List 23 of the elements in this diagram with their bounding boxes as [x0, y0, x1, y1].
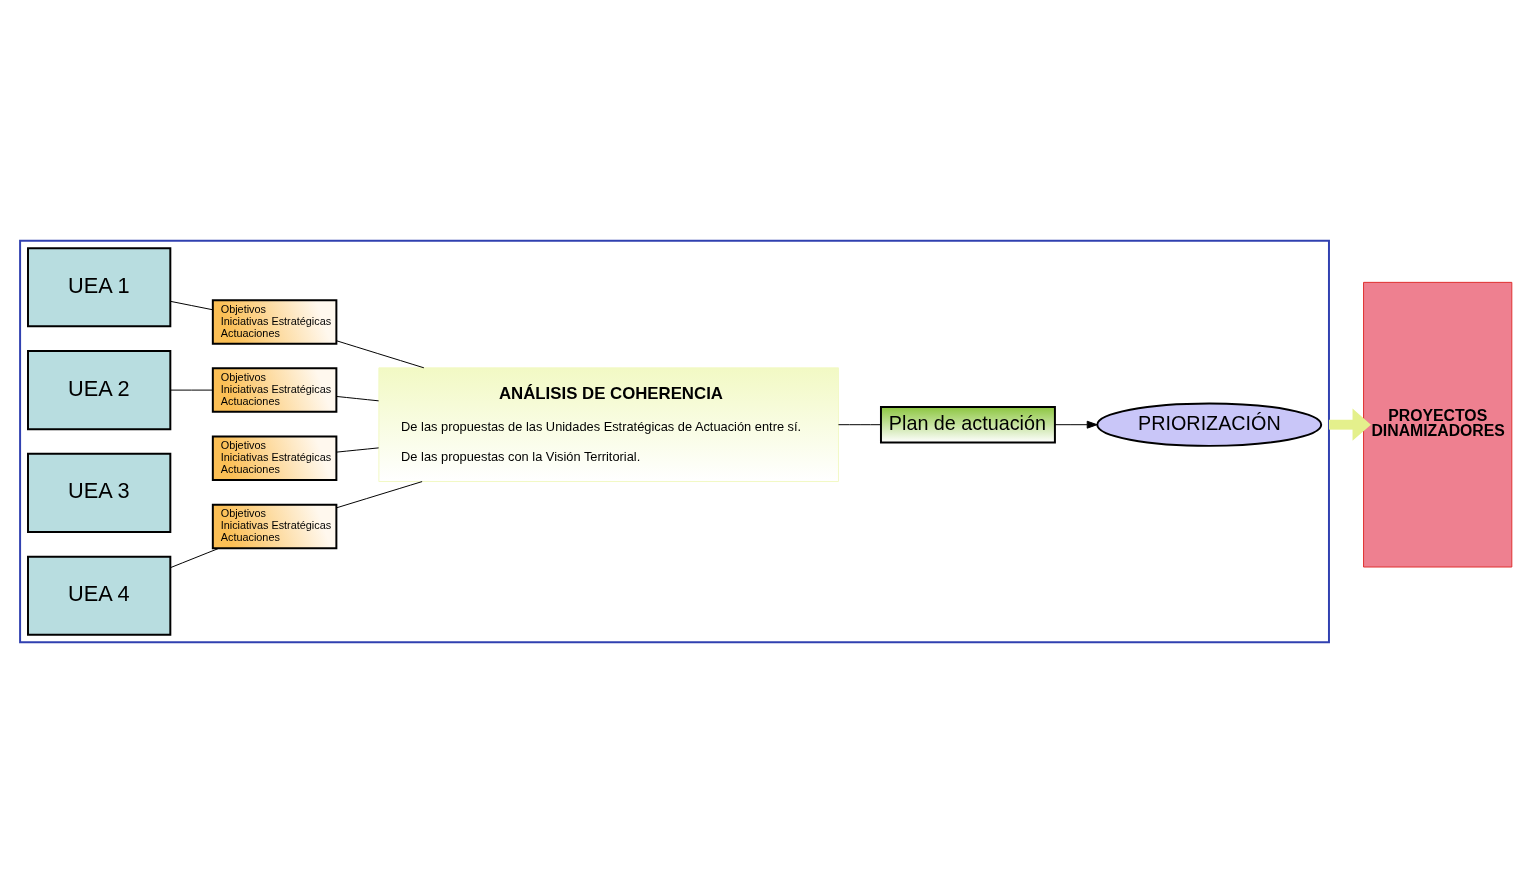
node-box: PROYECTOS DINAMIZADORES — [1363, 281, 1513, 568]
arrow — [1054, 420, 1098, 429]
node-box: UEA 1 — [27, 247, 172, 328]
connector — [336, 447, 380, 453]
node-box: Plan de actuación — [880, 405, 1056, 444]
node-ellipse: PRIORIZACIÓN — [1096, 402, 1323, 447]
connector — [169, 300, 214, 311]
node-box: Objetivos Iniciativas Estratégicas Actuaciones — [211, 367, 338, 413]
node-box: ANÁLISIS DE COHERENCIA De las propuestas de las Unidades Estratégicas de Actuación entre sí. De las propuestas con la Visión Territorial. — [378, 367, 839, 483]
node-box: Objetivos Iniciativas Estratégicas Actuaciones — [211, 503, 338, 550]
node-box: UEA 2 — [27, 350, 172, 431]
node-box: UEA 3 — [27, 452, 172, 533]
connector — [837, 424, 882, 426]
connector — [336, 481, 423, 509]
connector — [336, 395, 380, 402]
connector — [169, 547, 220, 569]
cluster — [19, 239, 1330, 644]
node-box: UEA 4 — [27, 555, 172, 636]
node-box: Objetivos Iniciativas Estratégicas Actuaciones — [211, 435, 338, 482]
connector — [336, 340, 425, 369]
arrow — [1328, 408, 1371, 441]
node-box: Objetivos Iniciativas Estratégicas Actuaciones — [211, 299, 338, 345]
connector — [169, 389, 214, 391]
